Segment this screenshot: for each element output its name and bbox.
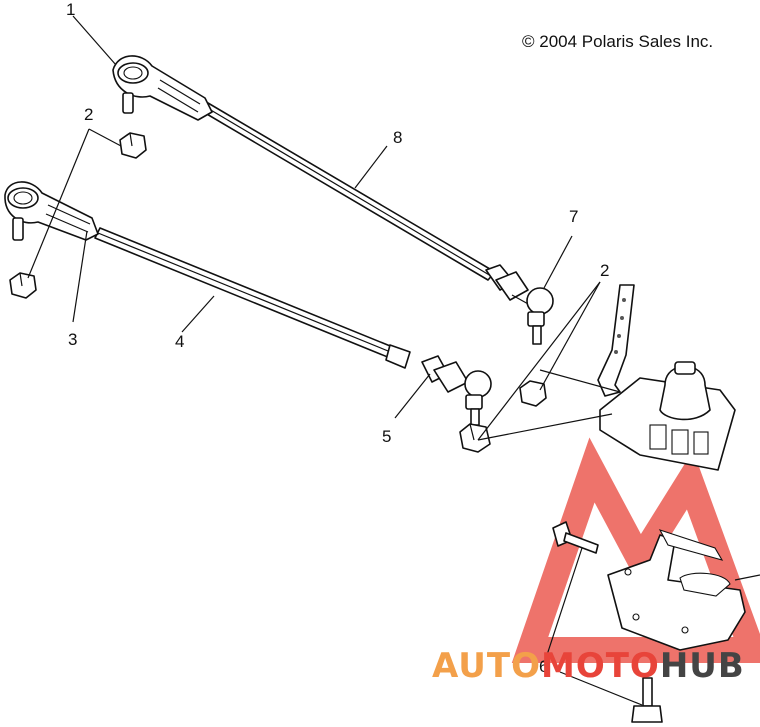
- callout-5: 5: [382, 427, 391, 446]
- upper-ball-joint: [485, 264, 554, 345]
- watermark-text-auto: AUTO: [432, 646, 541, 686]
- callout-2-right: 2: [600, 261, 609, 280]
- mounting-bracket: [607, 529, 760, 651]
- callout-labels: 1 2 2 3 4 5 6 7 8: [66, 0, 609, 676]
- callout-3: 3: [68, 330, 77, 349]
- callout-1: 1: [66, 0, 75, 19]
- copyright-text: © 2004 Polaris Sales Inc.: [522, 32, 713, 51]
- callout-6: 6: [539, 657, 548, 676]
- bolt-upper: [552, 521, 599, 554]
- nut-upper-left: [119, 132, 147, 159]
- nut-lower-left: [9, 272, 37, 299]
- watermark-logo: [511, 437, 760, 663]
- lower-rod-end: [4, 181, 99, 241]
- leader-lines: [27, 15, 643, 706]
- nut-right-upper: [519, 380, 547, 407]
- callout-7: 7: [569, 207, 578, 226]
- upper-tie-rod: [199, 102, 496, 281]
- nut-right-lower: [459, 423, 491, 453]
- callout-4: 4: [175, 332, 184, 351]
- callout-8: 8: [393, 128, 402, 147]
- lower-ball-joint: [421, 355, 492, 426]
- lower-tie-rod: [94, 227, 411, 369]
- bolt-lower: [631, 677, 663, 723]
- watermark-text-hub: HUB: [660, 646, 745, 686]
- watermark-text: AUTOMOTOHUB: [432, 646, 745, 686]
- gear-shift-assembly: [539, 284, 736, 471]
- upper-rod-end: [112, 55, 213, 121]
- callout-2-left: 2: [84, 105, 93, 124]
- watermark-text-moto: MOTO: [541, 646, 660, 686]
